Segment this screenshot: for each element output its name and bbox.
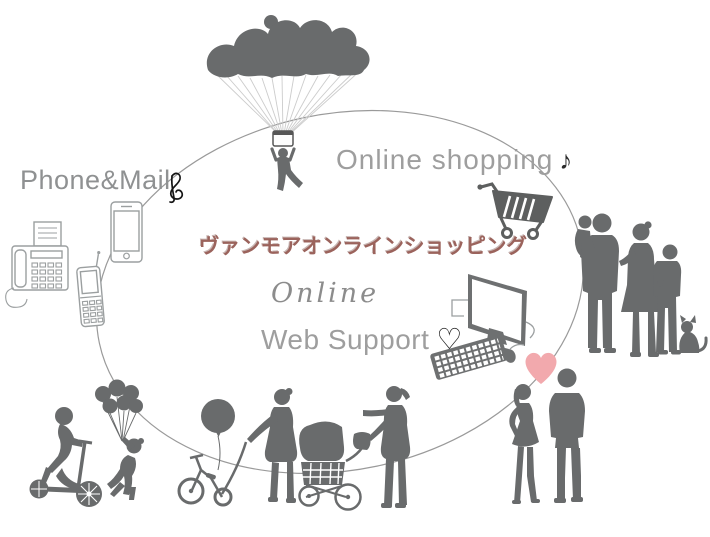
phone-mail-label: Phone&Mail	[20, 165, 171, 195]
online-shopping-label: Online shopping♪	[336, 146, 573, 174]
tricycle-icon	[177, 441, 248, 507]
baby-silhouette	[578, 215, 592, 229]
skydiver-silhouette	[270, 147, 303, 191]
desktop-computer-icon	[430, 274, 535, 380]
mother-with-tricycle-silhouette	[247, 388, 298, 503]
japanese-shop-title: ヴァンモアオンラインショッピング	[199, 235, 527, 258]
smartphone-icon	[110, 201, 143, 263]
web-support-text: Web Support	[261, 324, 430, 355]
heart-outline-icon: ♡	[436, 324, 463, 356]
music-note-icon: ♪	[559, 145, 574, 175]
father-silhouette	[592, 213, 612, 233]
handbag-icon	[353, 432, 371, 450]
balloon-girl-silhouette	[95, 379, 144, 500]
woman-with-pram-silhouette	[363, 386, 411, 508]
pram-icon	[298, 421, 371, 511]
boy-silhouette	[662, 244, 678, 260]
couple-man-silhouette	[557, 368, 577, 388]
online-script-word: Online	[271, 278, 380, 309]
cat-silhouette	[679, 315, 708, 353]
mouse-icon	[504, 349, 516, 363]
fax-machine-icon	[5, 221, 69, 308]
flip-phone-icon	[76, 250, 105, 328]
balloon-icon	[201, 399, 235, 471]
online-shopping-text: Online shopping	[336, 144, 554, 175]
treble-clef-icon	[169, 172, 184, 204]
shopping-cart-icon	[477, 182, 553, 240]
family-silhouette	[574, 213, 682, 357]
phone-keypad	[81, 299, 104, 324]
parachute-lines	[213, 68, 363, 135]
couple-silhouette	[509, 368, 585, 504]
mother-silhouette	[632, 223, 650, 241]
pink-heart-icon	[525, 352, 557, 384]
fax-keypad	[31, 262, 63, 289]
keyboard-icon	[430, 334, 508, 380]
parachute-canopy	[206, 20, 370, 78]
parachute-icon	[206, 15, 370, 191]
scooter-boy-silhouette	[29, 407, 102, 507]
web-support-label: Web Support♡	[261, 326, 463, 355]
